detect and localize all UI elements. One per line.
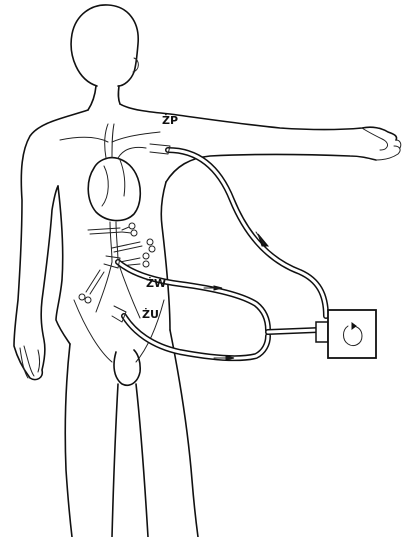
label-zp: ŻP xyxy=(162,113,178,127)
right-leg-outline xyxy=(170,330,198,537)
clamp-upper xyxy=(88,223,137,236)
right-hand-outline xyxy=(362,128,401,160)
heart-and-vessels xyxy=(88,124,146,318)
inner-leg-outline xyxy=(112,384,148,537)
torso-left-outline xyxy=(56,186,70,344)
heart-outline xyxy=(88,158,140,221)
pump-connector xyxy=(316,322,328,342)
clamp-left xyxy=(79,270,104,303)
clavicle-lines xyxy=(60,132,160,142)
tube-to-pump-inner xyxy=(268,330,318,332)
clamp-middle xyxy=(112,239,155,252)
label-zw: ŻW xyxy=(146,276,166,290)
body-outline xyxy=(14,5,401,537)
left-hand-outline xyxy=(20,346,40,378)
left-leg-outline xyxy=(65,344,72,537)
left-arm-outline xyxy=(14,110,88,380)
neck-outline xyxy=(88,86,120,110)
pump-housing xyxy=(328,310,376,358)
aorta-vessel xyxy=(105,124,146,158)
tube-zp-outer xyxy=(168,150,326,316)
label-zu: ŻU xyxy=(142,307,159,321)
tube-zw-outer xyxy=(118,262,268,330)
torso-right-outline xyxy=(161,182,170,330)
heart-detail xyxy=(102,160,125,206)
head-outline xyxy=(71,5,138,86)
groin-outline xyxy=(114,350,140,385)
